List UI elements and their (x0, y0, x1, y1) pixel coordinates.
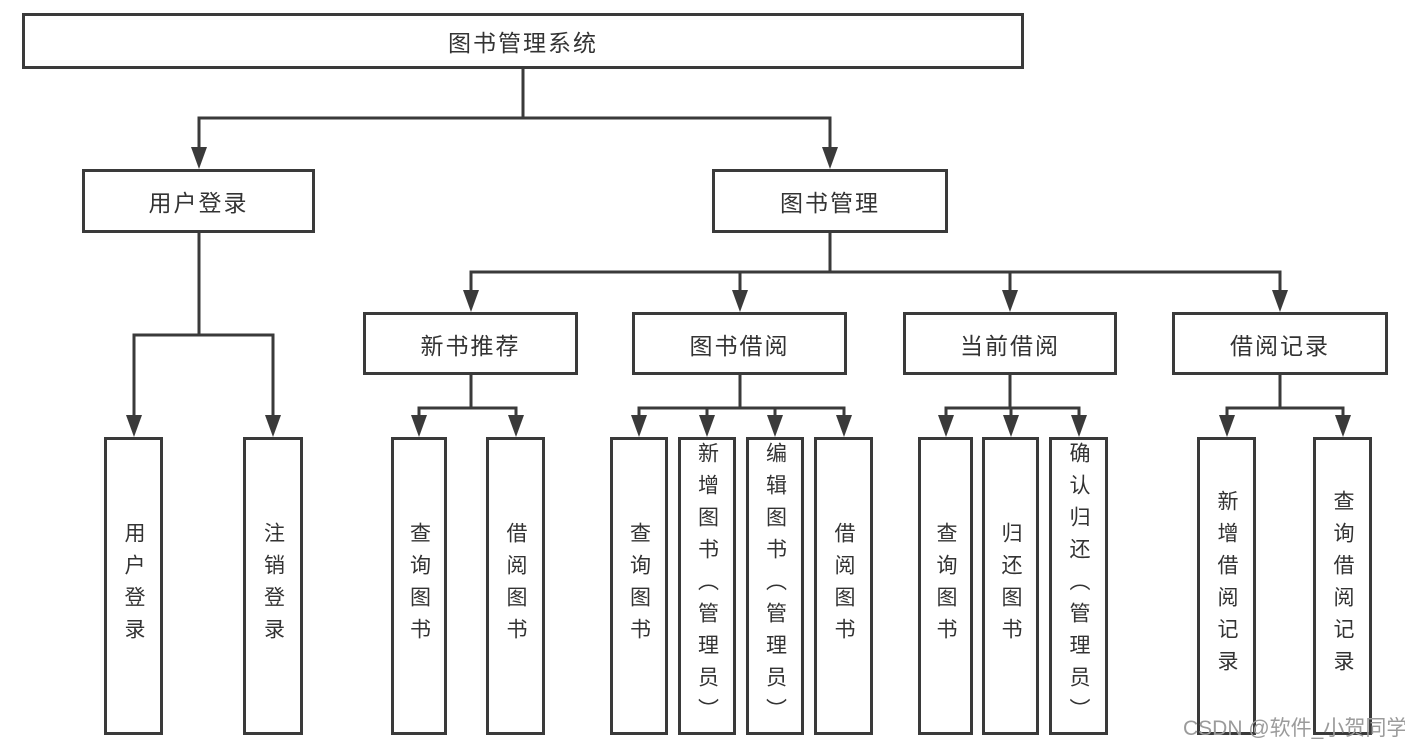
leaf-logout-label: 注销登录 (261, 522, 285, 650)
leaf-current-query-books: 查询图书 (918, 437, 973, 735)
node-new-book-recommend: 新书推荐 (363, 312, 578, 375)
node-book-management: 图书管理 (712, 169, 948, 233)
node-book-borrow-label: 图书借阅 (689, 332, 790, 359)
leaf-user-login-label: 用户登录 (122, 522, 145, 650)
leaf-borrow-borrow-books: 借阅图书 (814, 437, 873, 735)
leaf-records-add-record: 新增借阅记录 (1197, 437, 1256, 735)
leaf-records-query-record-label: 查询借阅记录 (1331, 490, 1354, 682)
leaf-recommend-borrow-books-label: 借阅图书 (504, 522, 527, 650)
leaf-borrow-borrow-books-label: 借阅图书 (832, 522, 855, 650)
leaf-logout: 注销登录 (243, 437, 303, 735)
node-current-borrow-label: 当前借阅 (960, 332, 1060, 359)
node-borrow-records: 借阅记录 (1172, 312, 1388, 375)
node-root-label: 图书管理系统 (448, 30, 598, 56)
leaf-current-return-books-label: 归还图书 (999, 522, 1022, 650)
node-user-login-label: 用户登录 (148, 190, 249, 216)
leaf-recommend-query-books: 查询图书 (391, 437, 447, 735)
node-book-borrow: 图书借阅 (632, 312, 847, 375)
leaf-records-add-record-label: 新增借阅记录 (1215, 490, 1238, 682)
leaf-records-query-record: 查询借阅记录 (1313, 437, 1372, 735)
leaf-current-confirm-return-admin: 确认归还（管理员） (1049, 437, 1108, 735)
leaf-borrow-query-books-label: 查询图书 (627, 522, 651, 650)
csdn-watermark: CSDN @软件_小贺同学 (1183, 717, 1405, 740)
leaf-borrow-add-books-admin: 新增图书（管理员） (678, 437, 736, 735)
leaf-current-query-books-label: 查询图书 (934, 522, 957, 650)
node-user-login: 用户登录 (82, 169, 315, 233)
node-borrow-records-label: 借阅记录 (1230, 332, 1330, 359)
node-root: 图书管理系统 (22, 13, 1024, 69)
leaf-current-return-books: 归还图书 (982, 437, 1039, 735)
leaf-borrow-query-books: 查询图书 (610, 437, 668, 735)
leaf-user-login: 用户登录 (104, 437, 163, 735)
leaf-recommend-borrow-books: 借阅图书 (486, 437, 545, 735)
leaf-recommend-query-books-label: 查询图书 (407, 522, 431, 650)
leaf-borrow-edit-books-admin-label: 编辑图书（管理员） (763, 442, 787, 730)
node-current-borrow: 当前借阅 (903, 312, 1117, 375)
node-book-management-label: 图书管理 (780, 190, 880, 216)
leaf-borrow-add-books-admin-label: 新增图书（管理员） (695, 442, 719, 730)
leaf-current-confirm-return-admin-label: 确认归还（管理员） (1067, 442, 1090, 730)
leaf-borrow-edit-books-admin: 编辑图书（管理员） (746, 437, 804, 735)
node-new-book-recommend-label: 新书推荐 (420, 332, 521, 359)
